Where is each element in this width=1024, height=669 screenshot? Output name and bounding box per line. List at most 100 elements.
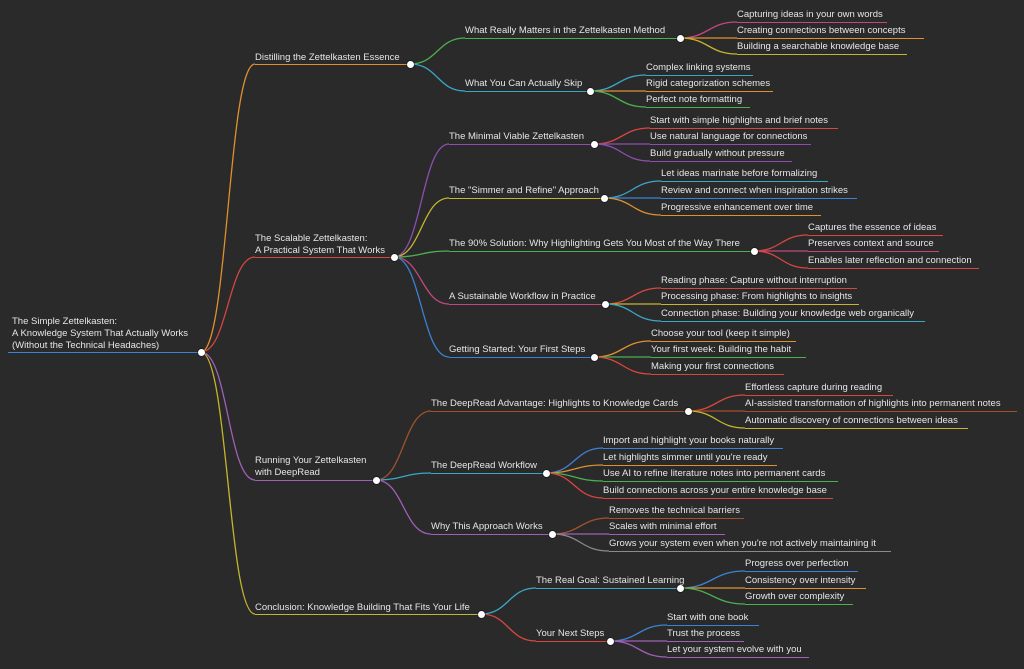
leaf-node[interactable]: Complex linking systems <box>646 62 751 73</box>
leaf-node[interactable]: Connection phase: Building your knowledg… <box>661 308 914 319</box>
item-underline <box>603 465 777 467</box>
branch-topic-to-item <box>609 624 668 642</box>
leaf-node[interactable]: Reading phase: Capture without interrupt… <box>661 275 847 286</box>
leaf-node[interactable]: Build connections across your entire kno… <box>603 485 827 496</box>
leaf-node[interactable]: Start with one book <box>667 612 749 623</box>
topic-collapse-dot[interactable] <box>600 194 608 202</box>
item-underline <box>808 235 943 237</box>
section-collapse-dot[interactable] <box>372 476 380 484</box>
branch-section-to-topic <box>393 256 450 305</box>
leaf-node[interactable]: Let highlights simmer until you're ready <box>603 452 768 463</box>
branch-section-to-topic <box>393 250 450 258</box>
section-collapse-dot[interactable] <box>390 253 398 261</box>
topic-node[interactable]: The 90% Solution: Why Highlighting Gets … <box>449 238 740 249</box>
topic-node[interactable]: The DeepRead Advantage: Highlights to Kn… <box>431 398 679 409</box>
item-underline <box>661 181 828 183</box>
item-underline <box>603 498 833 500</box>
leaf-node[interactable]: Rigid categorization schemes <box>646 78 771 89</box>
branch-topic-to-item <box>545 472 604 499</box>
leaf-node[interactable]: Building a searchable knowledge base <box>737 41 900 52</box>
leaf-node[interactable]: Preserves context and source <box>808 238 934 249</box>
leaf-node[interactable]: Effortless capture during reading <box>745 382 883 393</box>
topic-node[interactable]: Your Next Steps <box>536 628 605 639</box>
branch-topic-to-item <box>589 74 647 92</box>
item-underline <box>737 38 924 40</box>
leaf-node[interactable]: Use AI to refine literature notes into p… <box>603 468 826 479</box>
section-underline <box>255 614 481 616</box>
root-underline <box>8 352 198 354</box>
section-node[interactable]: Distilling the Zettelkasten Essence <box>255 52 400 63</box>
section-node[interactable]: Running Your Zettelkasten with DeepRead <box>255 455 367 478</box>
topic-node[interactable]: What You Can Actually Skip <box>465 78 583 89</box>
leaf-node[interactable]: Making your first connections <box>651 361 775 372</box>
section-collapse-dot[interactable] <box>477 610 485 618</box>
item-underline <box>609 518 744 520</box>
branch-topic-to-item <box>687 410 746 429</box>
leaf-node[interactable]: Let ideas marinate before formalizing <box>661 168 818 179</box>
topic-node[interactable]: Why This Approach Works <box>431 521 543 532</box>
topic-collapse-dot[interactable] <box>606 637 614 645</box>
topic-node[interactable]: Getting Started: Your First Steps <box>449 344 586 355</box>
topic-collapse-dot[interactable] <box>676 34 684 42</box>
topic-collapse-dot[interactable] <box>548 530 556 538</box>
item-underline <box>745 395 893 397</box>
topic-collapse-dot[interactable] <box>601 300 609 308</box>
item-underline <box>646 91 773 93</box>
leaf-node[interactable]: Start with simple highlights and brief n… <box>650 115 828 126</box>
leaf-node[interactable]: Progress over perfection <box>745 558 849 569</box>
item-underline <box>667 625 759 627</box>
item-underline <box>745 588 866 590</box>
leaf-node[interactable]: Progressive enhancement over time <box>661 202 814 213</box>
leaf-node[interactable]: Let your system evolve with you <box>667 644 802 655</box>
section-node[interactable]: Conclusion: Knowledge Building That Fits… <box>255 602 470 613</box>
topic-node[interactable]: A Sustainable Workflow in Practice <box>449 291 596 302</box>
topic-collapse-dot[interactable] <box>542 469 550 477</box>
leaf-node[interactable]: Capturing ideas in your own words <box>737 9 883 20</box>
item-underline <box>745 604 853 606</box>
topic-collapse-dot[interactable] <box>590 353 598 361</box>
leaf-node[interactable]: Grows your system even when you're not a… <box>609 538 876 549</box>
topic-node[interactable]: What Really Matters in the Zettelkasten … <box>465 25 666 36</box>
item-underline <box>651 357 806 359</box>
section-underline <box>255 480 376 482</box>
branch-topic-to-item <box>679 21 738 39</box>
topic-node[interactable]: The Real Goal: Sustained Learning <box>536 575 685 586</box>
root-collapse-dot[interactable] <box>197 348 205 356</box>
section-node[interactable]: The Scalable Zettelkasten: A Practical S… <box>255 233 386 256</box>
topic-collapse-dot[interactable] <box>590 140 598 148</box>
topic-node[interactable]: The DeepRead Workflow <box>431 460 537 471</box>
leaf-node[interactable]: Scales with minimal effort <box>609 521 717 532</box>
section-underline <box>255 64 410 66</box>
root-node[interactable]: The Simple Zettelkasten: A Knowledge Sys… <box>12 316 189 351</box>
topic-collapse-dot[interactable] <box>684 407 692 415</box>
leaf-node[interactable]: Processing phase: From highlights to ins… <box>661 291 853 302</box>
leaf-node[interactable]: Growth over complexity <box>745 591 845 602</box>
leaf-node[interactable]: AI-assisted transformation of highlights… <box>745 398 1001 409</box>
leaf-node[interactable]: Consistency over intensity <box>745 575 856 586</box>
leaf-node[interactable]: Creating connections between concepts <box>737 25 906 36</box>
topic-node[interactable]: The Minimal Viable Zettelkasten <box>449 131 584 142</box>
leaf-node[interactable]: Trust the process <box>667 628 741 639</box>
topic-collapse-dot[interactable] <box>586 87 594 95</box>
leaf-node[interactable]: Your first week: Building the habit <box>651 344 792 355</box>
leaf-node[interactable]: Captures the essence of ideas <box>808 222 937 233</box>
topic-collapse-dot[interactable] <box>676 584 684 592</box>
leaf-node[interactable]: Enables later reflection and connection <box>808 255 972 266</box>
leaf-node[interactable]: Review and connect when inspiration stri… <box>661 185 848 196</box>
section-underline <box>255 257 394 259</box>
topic-underline <box>431 473 546 475</box>
leaf-node[interactable]: Removes the technical barriers <box>609 505 740 516</box>
leaf-node[interactable]: Perfect note formatting <box>646 94 743 105</box>
section-collapse-dot[interactable] <box>406 60 414 68</box>
item-underline <box>737 22 887 24</box>
leaf-node[interactable]: Build gradually without pressure <box>650 148 785 159</box>
leaf-node[interactable]: Choose your tool (keep it simple) <box>651 328 790 339</box>
branch-topic-to-item <box>604 287 662 305</box>
branch-topic-to-item <box>679 570 746 589</box>
leaf-node[interactable]: Import and highlight your books naturall… <box>603 435 775 446</box>
topic-node[interactable]: The "Simmer and Refine" Approach <box>449 185 599 196</box>
topic-collapse-dot[interactable] <box>750 247 758 255</box>
leaf-node[interactable]: Use natural language for connections <box>650 131 808 142</box>
leaf-node[interactable]: Automatic discovery of connections betwe… <box>745 415 958 426</box>
